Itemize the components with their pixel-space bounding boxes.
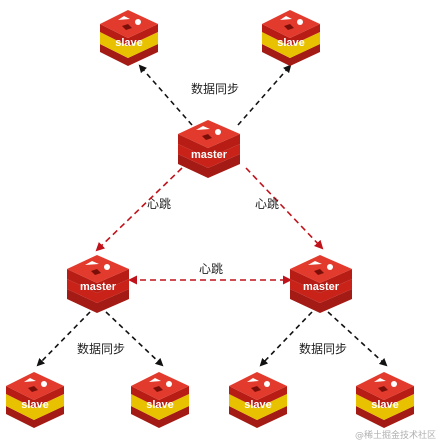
sync-arrow-right-1 [259,311,313,367]
redis-logo-icon [262,10,320,66]
node-label: slave [115,37,143,49]
redis-node-bottom-slave-4: slave [356,372,414,428]
left-sync-label: 数据同步 [77,341,125,356]
redis-node-right-master: master [290,255,352,313]
node-label: slave [371,399,399,411]
redis-logo-icon [131,372,189,428]
node-label: master [80,281,117,293]
redis-logo-icon [67,255,129,313]
heartbeat-left-label: 心跳 [147,197,171,211]
sync-arrow-top-right [237,64,292,126]
sync-arrow-left-1 [36,311,91,367]
right-sync-label: 数据同步 [299,341,347,356]
node-label: master [303,281,340,293]
sync-arrow-right-2 [327,311,388,367]
node-label: master [191,149,228,161]
node-label: slave [21,399,49,411]
redis-node-bottom-slave-2: slave [131,372,189,428]
redis-logo-icon [100,10,158,66]
node-label: slave [146,399,174,411]
redis-node-bottom-slave-3: slave [229,372,287,428]
node-label: slave [244,399,272,411]
redis-node-top-master: master [178,120,240,178]
watermark: @稀土掘金技术社区 [355,429,436,441]
redis-logo-icon [6,372,64,428]
top-sync-label: 数据同步 [191,81,239,96]
redis-logo-icon [229,372,287,428]
redis-logo-icon [290,255,352,313]
redis-node-bottom-slave-1: slave [6,372,64,428]
heartbeat-arrow-right [245,167,324,250]
sync-arrow-top-left [138,64,193,126]
node-label: slave [277,37,305,49]
heartbeat-right-label: 心跳 [255,197,279,211]
redis-logo-icon [356,372,414,428]
redis-node-top-left-slave: slave [100,10,158,66]
redis-node-top-right-slave: slave [262,10,320,66]
redis-logo-icon [178,120,240,178]
sync-arrow-left-2 [105,311,164,367]
heartbeat-middle-label: 心跳 [199,262,223,276]
redis-node-left-master: master [67,255,129,313]
